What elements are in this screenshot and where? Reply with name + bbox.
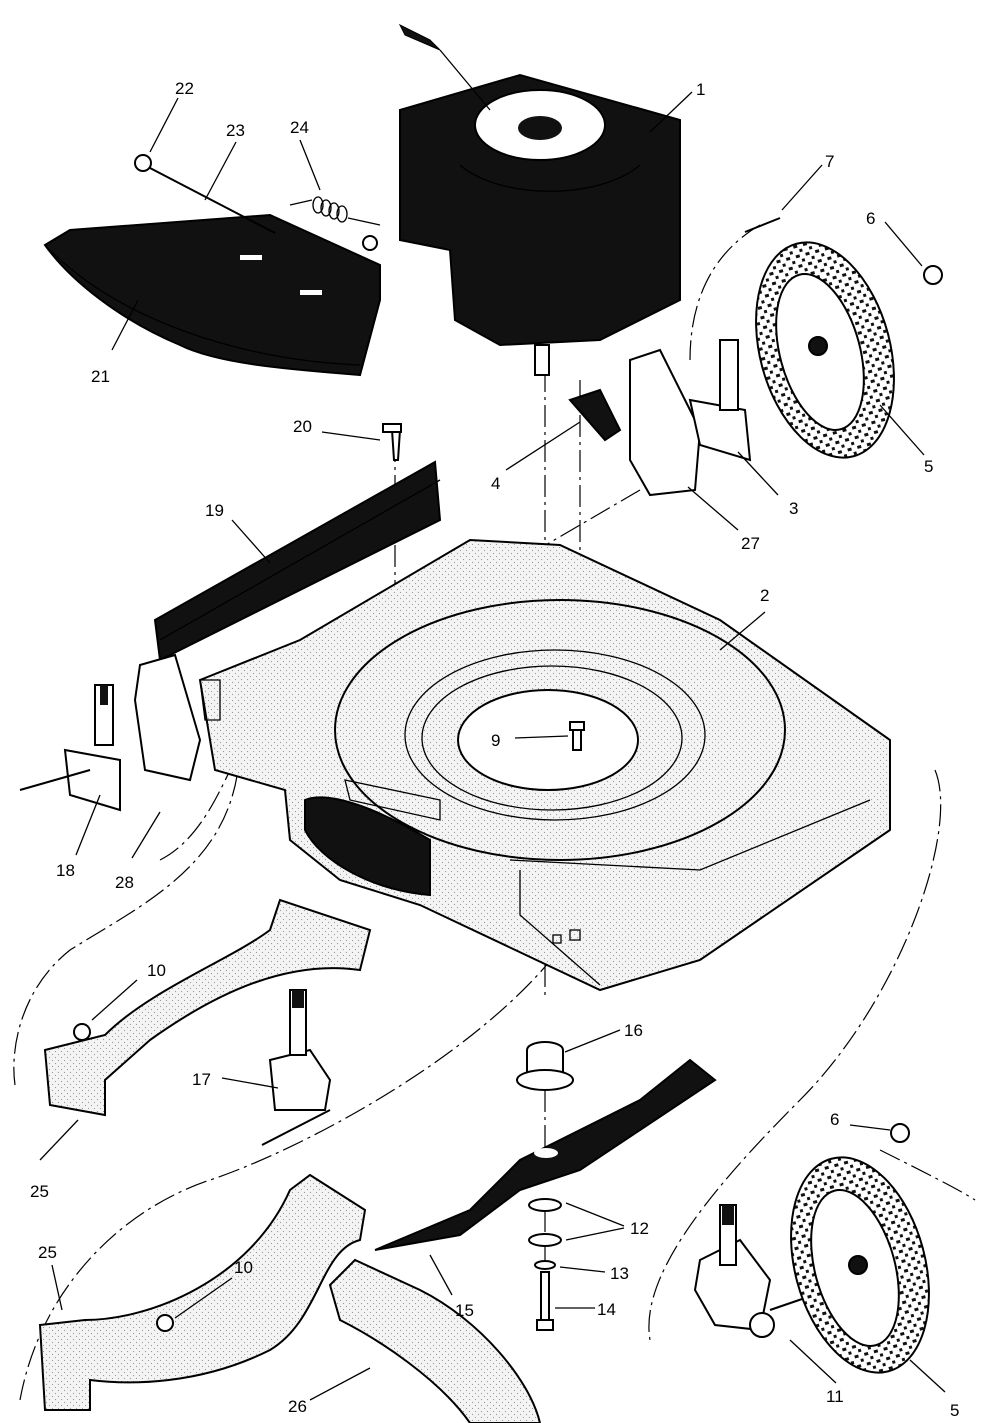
mower-deck [198, 538, 891, 992]
callout-1: 1 [696, 80, 705, 99]
callout-22: 22 [175, 79, 194, 98]
callout-11: 11 [826, 1387, 844, 1406]
callout-25-upper: 25 [30, 1182, 49, 1201]
callout-3: 3 [789, 499, 798, 518]
wheel-front [790, 1123, 930, 1374]
callout-25-lower: 25 [38, 1243, 57, 1262]
height-adjuster-left-rear [19, 653, 221, 812]
callout-19: 19 [205, 501, 224, 520]
callout-16: 16 [624, 1021, 643, 1040]
callout-6-lower: 6 [830, 1110, 839, 1129]
rear-deflector [43, 213, 381, 377]
callout-15: 15 [455, 1301, 474, 1320]
side-discharge-cover-upper [43, 898, 372, 1117]
leader-lines [39, 91, 946, 1401]
callout-2: 2 [760, 586, 769, 605]
callout-5-lower: 5 [950, 1401, 959, 1420]
height-adjuster-front-left [261, 989, 332, 1146]
height-adjuster-right-rear [568, 339, 752, 497]
callout-20: 20 [293, 417, 312, 436]
callout-10-upper: 10 [147, 961, 166, 980]
wheel-rear [744, 217, 943, 459]
callout-26: 26 [288, 1397, 307, 1416]
engine [398, 23, 681, 376]
callout-12: 12 [630, 1219, 649, 1238]
callout-28: 28 [115, 873, 134, 892]
blade-washers-bolt [528, 721, 585, 1331]
callout-13: 13 [610, 1264, 629, 1283]
callout-4: 4 [491, 474, 500, 493]
discharge-plug [328, 1258, 542, 1423]
callout-21: 21 [91, 367, 110, 386]
rear-baffle [153, 423, 442, 662]
callout-labels: 1 7 6 5 3 27 2 4 9 20 19 21 22 23 24 18 … [30, 79, 959, 1420]
callout-9: 9 [491, 731, 500, 750]
callout-17: 17 [192, 1070, 211, 1089]
hinge-parts [134, 154, 381, 251]
callout-5-upper: 5 [924, 457, 933, 476]
side-discharge-cover-lower [38, 1173, 367, 1411]
blade [374, 1058, 717, 1251]
height-adjuster-front-right [693, 1204, 806, 1338]
callout-14: 14 [597, 1300, 616, 1319]
callout-24: 24 [290, 118, 309, 137]
callout-23: 23 [226, 121, 245, 140]
callout-7: 7 [825, 152, 834, 171]
callout-10-lower: 10 [234, 1258, 253, 1277]
callout-6-upper: 6 [866, 209, 875, 228]
callout-18: 18 [56, 861, 75, 880]
blade-adapter [516, 1041, 574, 1091]
callout-27: 27 [741, 534, 760, 553]
